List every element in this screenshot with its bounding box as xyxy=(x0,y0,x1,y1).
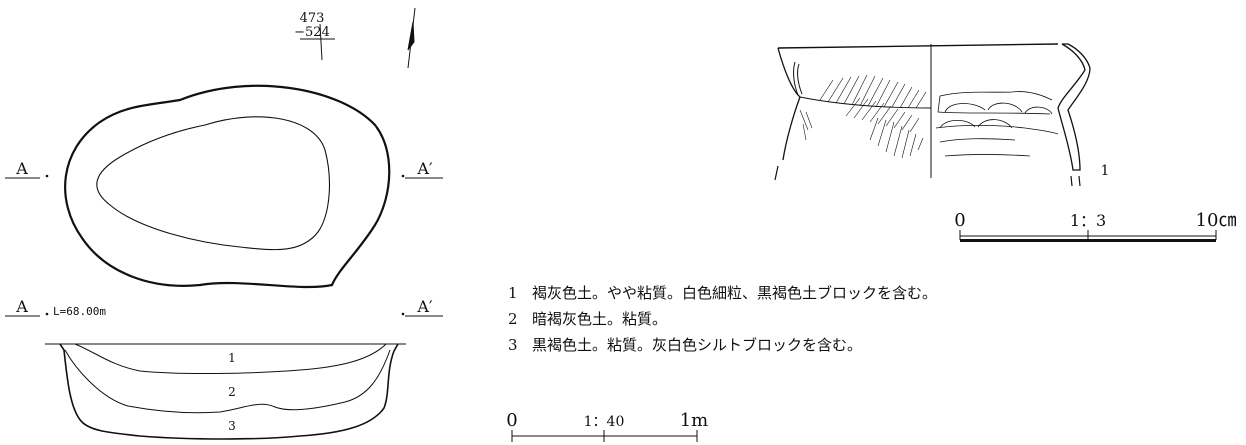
feature-scale-bar xyxy=(511,430,698,442)
pottery-drawing xyxy=(774,43,1091,181)
plan-section-point-a-prime xyxy=(401,174,405,178)
legend-number: 2 xyxy=(508,310,518,328)
pottery-bottom-stub-2 xyxy=(1078,175,1081,187)
pottery-left-stub xyxy=(774,165,779,181)
section-layer-label-2: 2 xyxy=(228,385,236,399)
pottery-scale-bar xyxy=(959,230,1217,242)
section-layer-label-1: 1 xyxy=(228,351,236,365)
pottery-scale-start: 0 xyxy=(954,210,965,231)
pottery-coil-lines xyxy=(935,91,1059,157)
legend-row-1: 1 褐灰色土。やや粘質。白色細粒、黒褐色土ブロックを含む。 xyxy=(508,280,937,306)
feature-scale-ratio: 1：40 xyxy=(584,414,625,430)
north-arrow-icon xyxy=(407,7,416,69)
pottery-left-contour xyxy=(777,47,801,161)
section-point-a-prime xyxy=(401,312,405,316)
plan-view xyxy=(5,7,443,289)
grid-label-bottom: −524 xyxy=(294,25,330,40)
pottery-bottom-stub-1 xyxy=(1070,175,1073,187)
legend-text: 褐灰色土。やや粘質。白色細粒、黒褐色土ブロックを含む。 xyxy=(532,284,938,302)
legend-text: 黒褐色土。粘質。灰白色シルトブロックを含む。 xyxy=(532,336,863,354)
section-label-a-prime: A′ xyxy=(416,297,433,316)
pottery-item-number: 1 xyxy=(1101,163,1110,179)
grid-marker-v xyxy=(319,23,323,61)
section-point-a xyxy=(45,312,49,316)
pottery-lug-icon xyxy=(793,61,803,96)
feature-scale-end: 1m xyxy=(680,410,709,431)
pottery-rim-line xyxy=(777,43,1059,49)
section-layer-label-3: 3 xyxy=(228,419,236,433)
pottery-profile-section xyxy=(1057,43,1091,171)
legend-row-2: 2 暗褐灰色土。粘質。 xyxy=(508,306,937,332)
legend-row-3: 3 黒褐色土。粘質。灰白色シルトブロックを含む。 xyxy=(508,332,937,358)
section-view xyxy=(45,343,406,440)
pottery-hatching-texture xyxy=(799,74,927,159)
pit-outline-outer xyxy=(64,84,391,289)
grid-label-top: 473 xyxy=(300,11,325,26)
pit-outline-inner xyxy=(96,116,330,251)
section-layer-boundary-1 xyxy=(74,343,387,375)
section-elevation: L=68.00m xyxy=(53,305,106,318)
legend-text: 暗褐灰色土。粘質。 xyxy=(532,310,668,328)
section-layer-boundary-2 xyxy=(64,349,391,414)
section-pit-profile xyxy=(59,343,399,440)
plan-section-label-a: A xyxy=(15,159,28,178)
legend-number: 1 xyxy=(508,284,518,302)
feature-scale-start: 0 xyxy=(506,410,517,431)
pottery-scale-ratio: 1：3 xyxy=(1070,211,1106,230)
legend-number: 3 xyxy=(508,336,518,354)
plan-section-point-a xyxy=(45,174,49,178)
pottery-scale-end: 10㎝ xyxy=(1196,210,1237,231)
pottery-neck-line xyxy=(799,96,932,109)
plan-section-label-a-prime: A′ xyxy=(416,159,433,178)
section-label-a: A xyxy=(15,297,28,316)
